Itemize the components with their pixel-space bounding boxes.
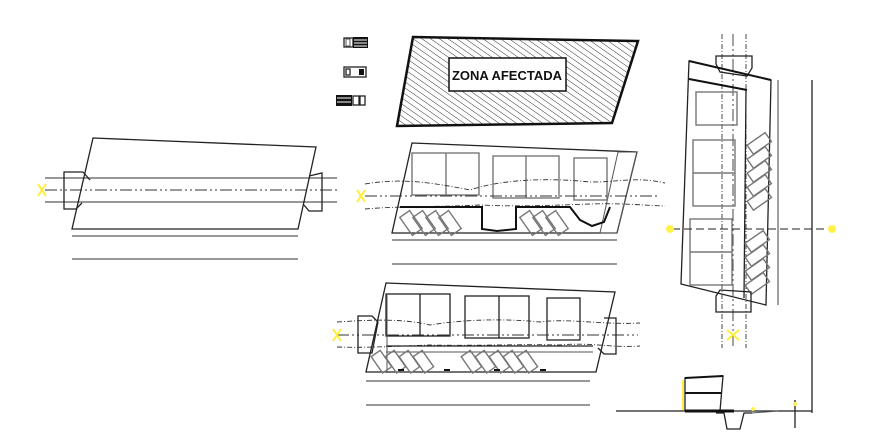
zone-label-box [448, 57, 567, 92]
plan-rotated [666, 34, 836, 413]
axis-marker-icon [726, 329, 740, 341]
car-icon [343, 66, 367, 78]
axis-marker-icon [356, 189, 366, 203]
vehicle-legend [336, 37, 368, 106]
section-view [616, 375, 812, 430]
zone-label: ZONA AFECTADA [452, 68, 563, 83]
plan-option-b [332, 282, 641, 406]
axis-marker-icon [37, 183, 47, 197]
truck-icon [343, 37, 368, 48]
affected-zone: ZONA AFECTADA [395, 35, 640, 128]
plan-option-a [356, 142, 666, 265]
axis-end-marker-icon [666, 225, 674, 233]
axis-marker-icon [332, 328, 342, 342]
axis-end-marker-icon [828, 225, 836, 233]
plan-empty [37, 137, 337, 260]
bus-icon [336, 95, 366, 106]
